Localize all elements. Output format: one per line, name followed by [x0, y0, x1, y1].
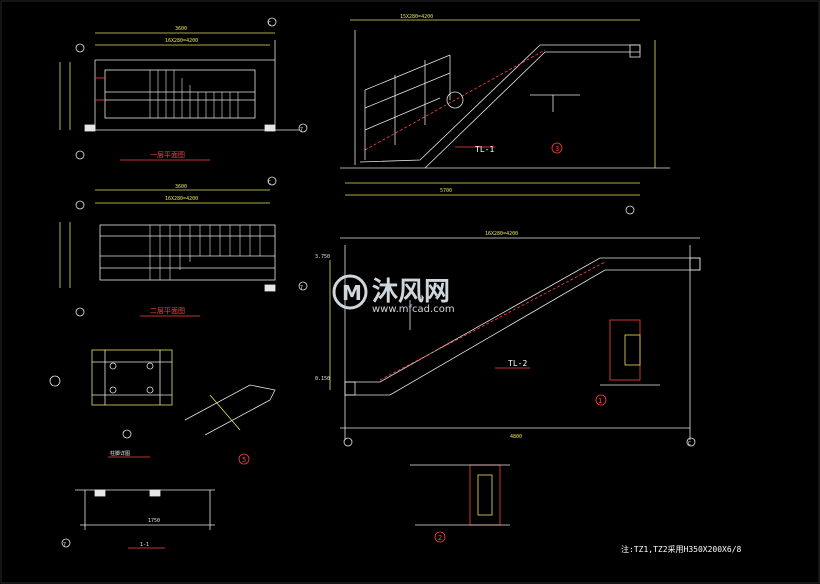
- column-note: 注:TZ1,TZ2采用H350X200X6/8: [621, 544, 742, 554]
- plan2-title: 二层平面图: [150, 307, 185, 315]
- plan1-title: 一层平面图: [150, 151, 185, 159]
- callout-1: 1: [598, 397, 602, 405]
- callout-5: 5: [242, 456, 246, 464]
- callout-2: 2: [438, 534, 442, 542]
- level-top: 3.750: [315, 254, 330, 260]
- second-floor-plan: [59, 176, 308, 317]
- plate-detail-title: 柱脚详图: [110, 450, 130, 457]
- tl2-elevation: [329, 237, 701, 447]
- watermark-url: www.mfcad.com: [372, 304, 455, 315]
- axis-7-2: 7: [300, 285, 303, 291]
- axis-7-1: 7: [300, 127, 303, 133]
- section-title: 1-1: [140, 542, 149, 548]
- plan2-dim-steps: 16X280=4200: [165, 196, 198, 202]
- tl1-label: TL-1: [475, 145, 494, 154]
- svg-text:M: M: [342, 281, 362, 305]
- watermark-title: 沐风网: [372, 277, 450, 307]
- first-floor-plan: [59, 17, 308, 161]
- level-bottom: 0.150: [315, 376, 330, 382]
- column-base-detail-1: [595, 319, 660, 406]
- plan1-dim-top: 3600: [175, 26, 187, 32]
- axis-c-1: C: [268, 21, 271, 27]
- tl1-dim-steps: 15X280=4200: [400, 14, 433, 20]
- angle-detail: [184, 384, 276, 465]
- plan2-dim-top: 3600: [175, 184, 187, 190]
- column-base-detail-2: [410, 464, 510, 543]
- axis-c-3: C: [688, 441, 691, 447]
- axis-c-2: C: [268, 180, 271, 186]
- callout-3: 3: [555, 145, 559, 153]
- tl2-label: TL-2: [508, 359, 527, 368]
- section-1-1: [61, 489, 215, 549]
- plan1-dim-steps: 16X280=4200: [165, 38, 198, 44]
- tl2-dim-span: 4800: [510, 434, 522, 440]
- axis-7-3: 7: [63, 542, 66, 548]
- plate-detail: [49, 349, 173, 458]
- tl2-dim-steps: 16X280=4200: [485, 231, 518, 237]
- watermark-logo: M 沐风网 www.mfcad.com: [332, 274, 455, 315]
- tl1-dim-span: 5700: [440, 188, 452, 194]
- tl1-elevation: [340, 19, 670, 215]
- section-dim: 1750: [148, 518, 160, 524]
